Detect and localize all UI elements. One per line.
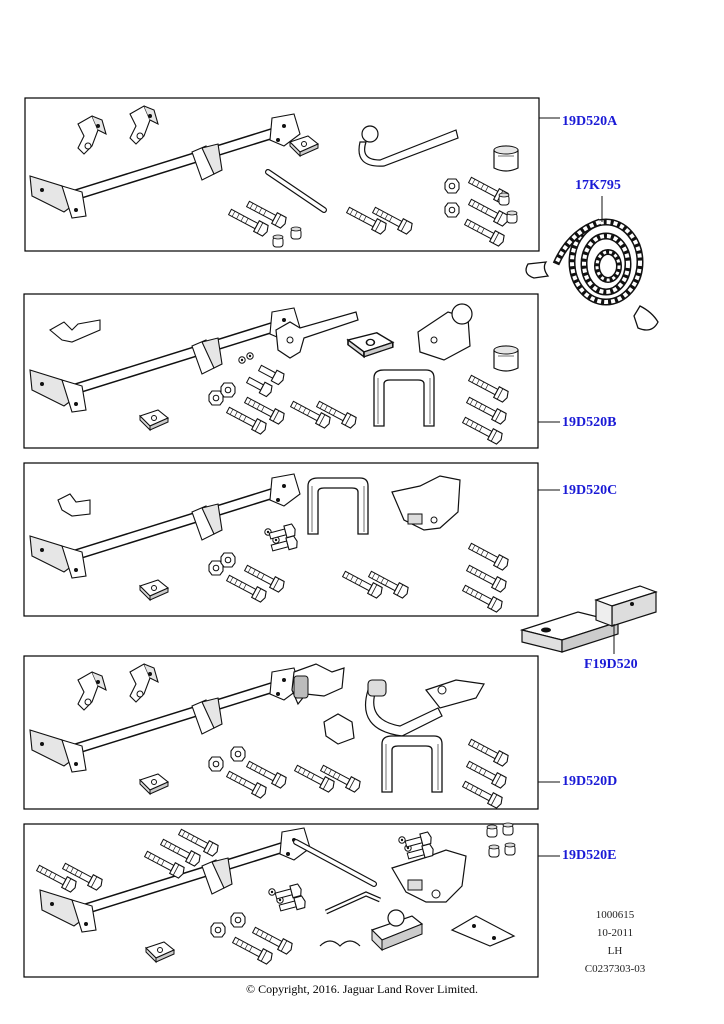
illustration-side: LH (607, 945, 623, 957)
kit-c-panel (23, 462, 539, 617)
receiver-drawbar (519, 585, 658, 654)
illustration-date: 10-2011 (596, 927, 634, 939)
kit-a-panel (24, 97, 540, 252)
callout-17k795[interactable]: 17K795 (575, 178, 621, 193)
tow-rope (525, 196, 659, 331)
illustration-number: 1000615 (595, 909, 635, 921)
illustration-code: C0237303-03 (584, 963, 646, 975)
leader-lines (538, 117, 560, 857)
callout-19d520a[interactable]: 19D520A (562, 114, 618, 129)
callout-19d520b[interactable]: 19D520B (562, 415, 617, 430)
kit-b-panel (23, 293, 539, 449)
callout-19d520e[interactable]: 19D520E (562, 848, 617, 863)
callout-f19d520[interactable]: F19D520 (584, 657, 638, 672)
callout-19d520c[interactable]: 19D520C (562, 483, 618, 498)
kit-e-panel (23, 822, 539, 978)
kit-d-panel (23, 655, 539, 810)
callout-19d520d[interactable]: 19D520D (562, 774, 618, 789)
copyright-notice: © Copyright, 2016. Jaguar Land Rover Lim… (245, 982, 479, 996)
